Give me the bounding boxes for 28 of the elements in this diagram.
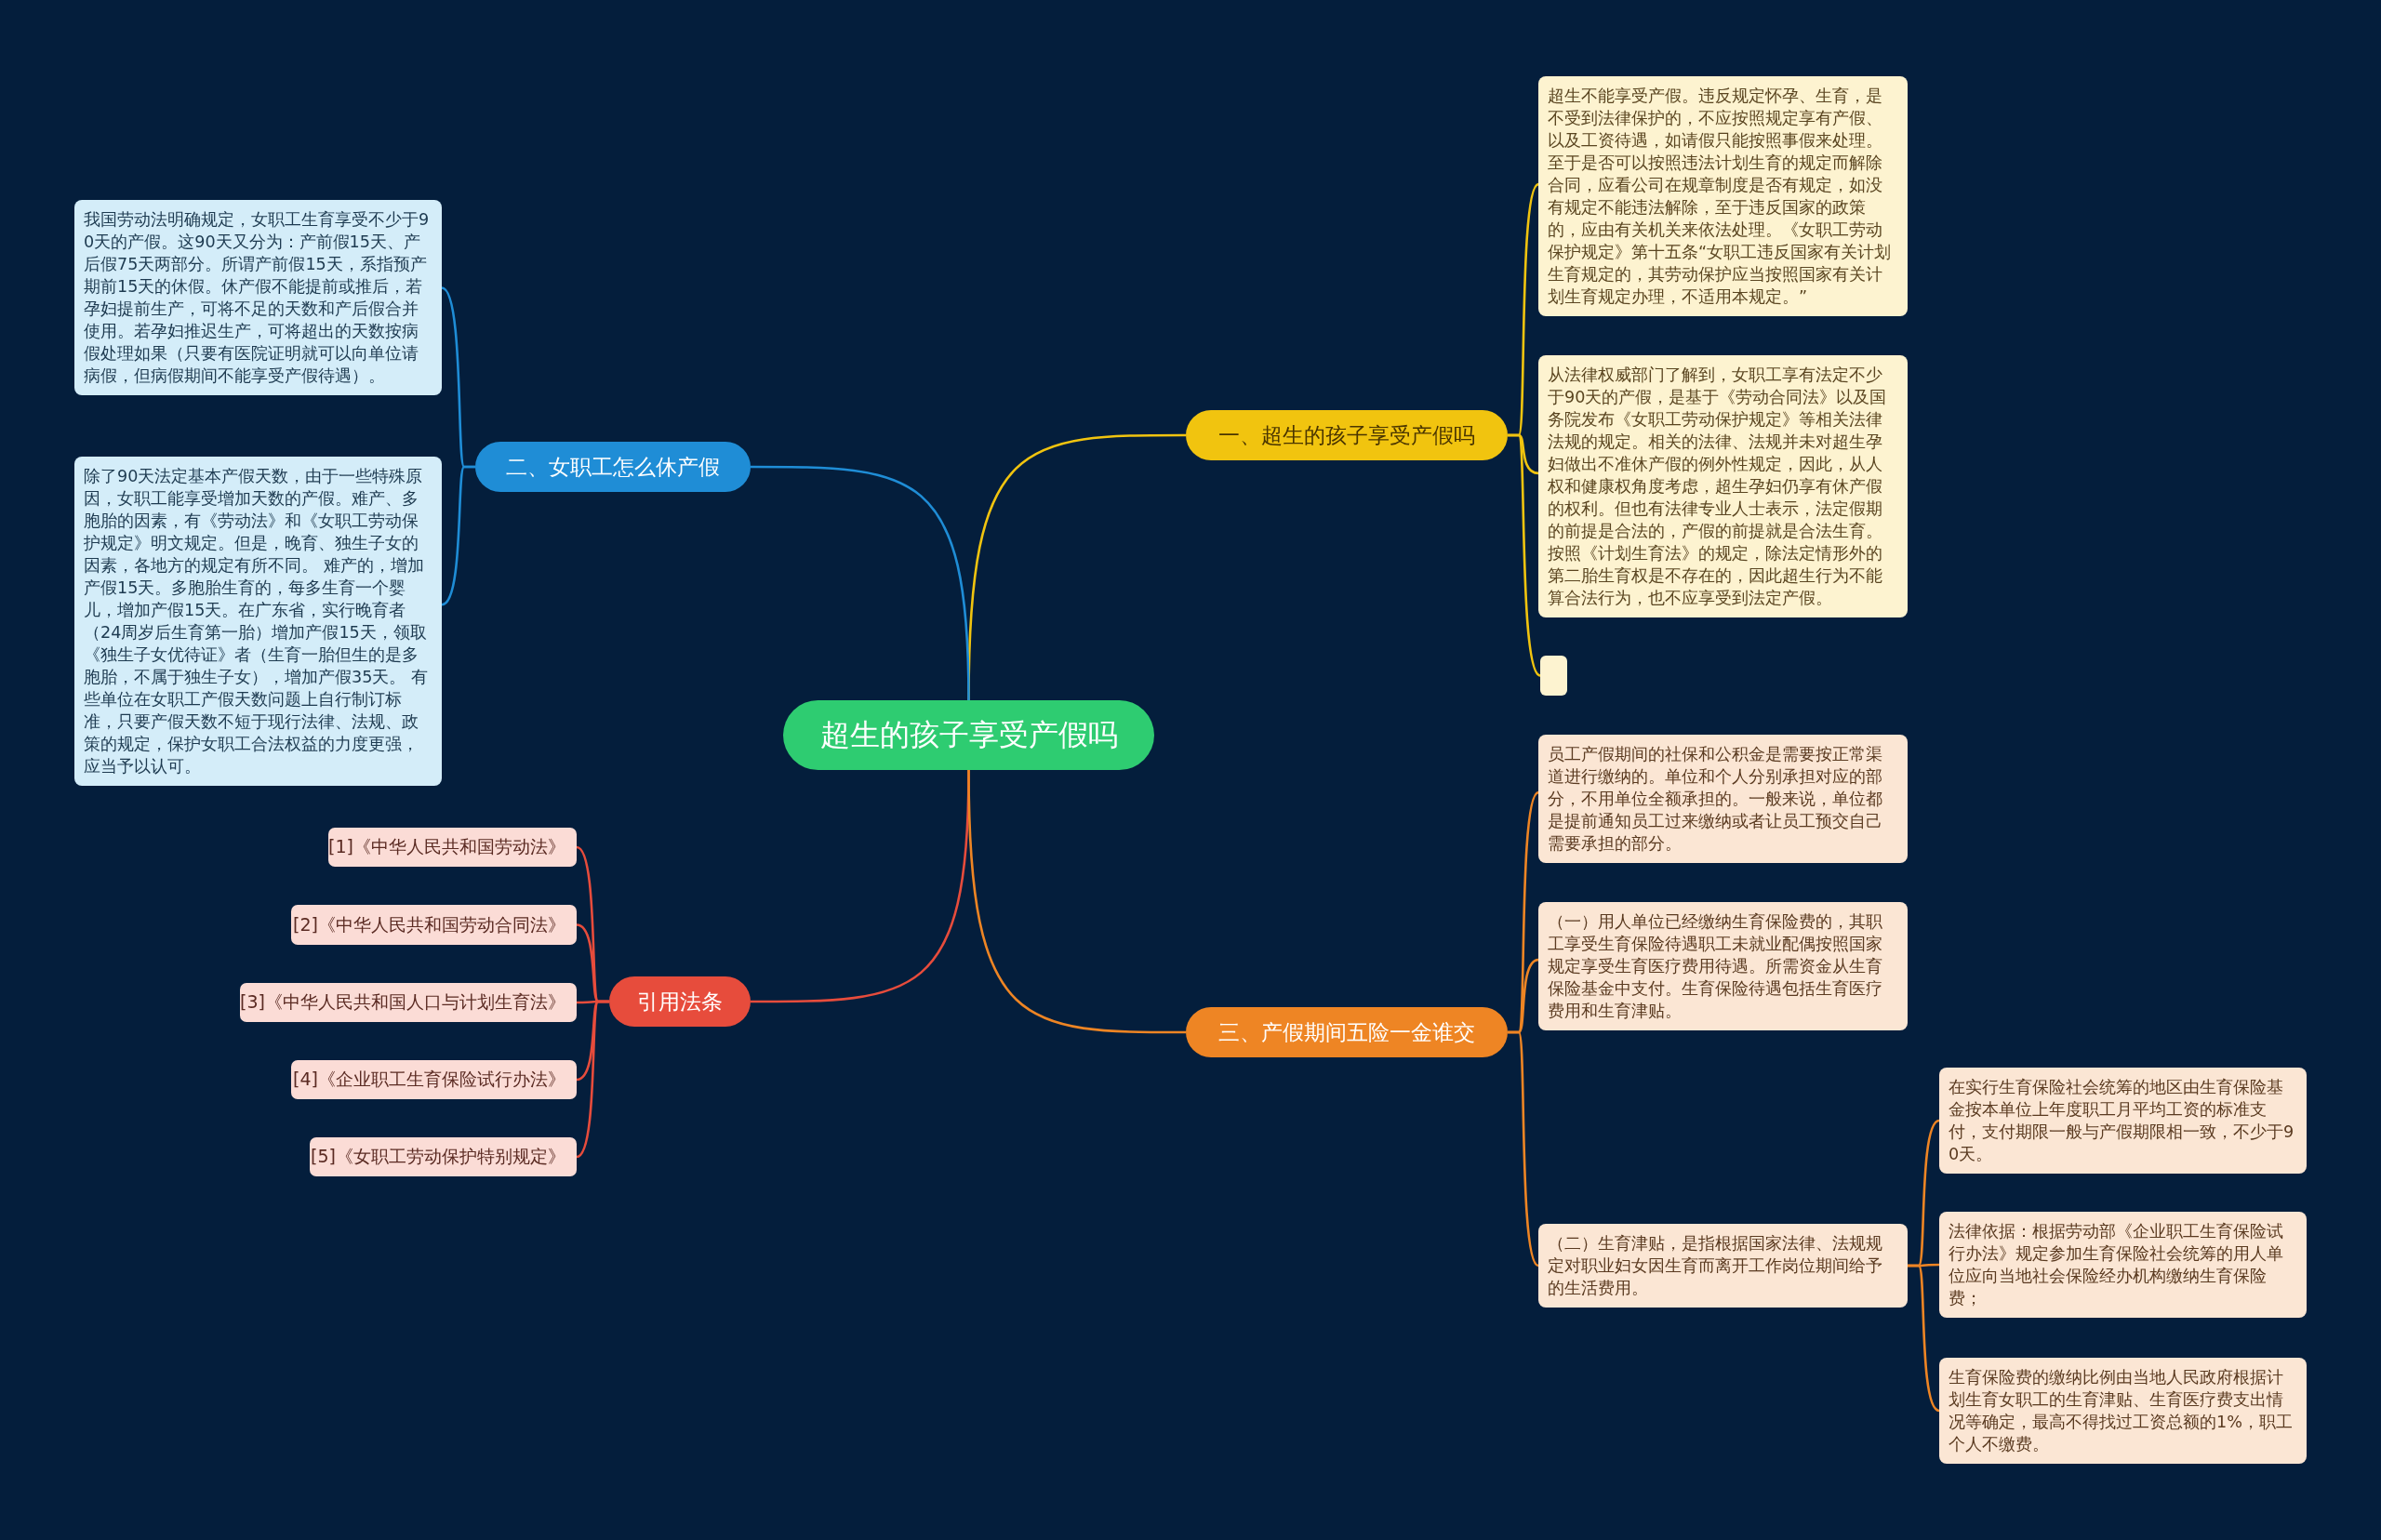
empty-box [1540, 656, 1567, 696]
reference-tag: [1]《中华人民共和国劳动法》 [328, 828, 577, 867]
reference-tag: [3]《中华人民共和国人口与计划生育法》 [240, 983, 577, 1022]
text-card: （一）用人单位已经缴纳生育保险费的，其职工享受生育保险待遇职工未就业配偶按照国家规定享受生育医疗费用待遇。所需资金从生育保险基金中支付。生育保险待遇包括生育医疗费用和生育津贴。 [1538, 902, 1908, 1030]
topic-pill: 三、产假期间五险一金谁交 [1186, 1007, 1508, 1057]
text-card: 在实行生育保险社会统筹的地区由生育保险基金按本单位上年度职工月平均工资的标准支付，支付期限一般与产假期限相一致，不少于90天。 [1939, 1068, 2307, 1174]
text-card: 法律依据：根据劳动部《企业职工生育保险试行办法》规定参加生育保险社会统筹的用人单位应向当地社会保险经办机构缴纳生育保险费； [1939, 1212, 2307, 1318]
connector [967, 769, 1186, 1034]
topic-pill: 二、女职工怎么休产假 [475, 442, 751, 492]
reference-tag: [4]《企业职工生育保险试行办法》 [291, 1060, 577, 1099]
text-card: 我国劳动法明确规定，女职工生育享受不少于90天的产假。这90天又分为：产前假15天、产后假75天两部分。所谓产前假15天，系指预产期前15天的休假。休产假不能提前或推后，若孕妇提前生产，可将不足的天数和产后假合并使用。若孕妇推迟生产，可将超出的天数按病假处理如果（只要有医院证明就可以向单位请病假，但病假期间不能享受产假待遇）。 [74, 200, 442, 395]
reference-tag: [5]《女职工劳动保护特别规定》 [310, 1137, 577, 1176]
connector [1508, 1030, 1539, 1267]
text-card: （二）生育津贴，是指根据国家法律、法规规定对职业妇女因生育而离开工作岗位期间给予的生活费用。 [1538, 1224, 1908, 1308]
text-card: 员工产假期间的社保和公积金是需要按正常渠道进行缴纳的。单位和个人分别承担对应的部分，不用单位全额承担的。一般来说，单位都是提前通知员工过来缴纳或者让员工预交自己需要承担的部分。 [1538, 735, 1908, 863]
connector [1908, 1264, 1940, 1413]
connector [751, 465, 970, 701]
text-card: 超生不能享受产假。违反规定怀孕、生育，是不受到法律保护的，不应按照规定享有产假、以及工资待遇，如请假只能按照事假来处理。至于是否可以按照违法计划生育的规定而解除合同，应看公司在规章制度是否有规定，如没有规定不能违法解除，至于违反国家的政策的，应由有关机关来依法处理。《女职工劳动保护规定》第十五条“女职工违反国家有关计划生育规定的，其劳动保护应当按照国家有关计划生育规定办理，不适用本规定。” [1538, 76, 1908, 316]
central-topic: 超生的孩子享受产假吗 [783, 700, 1154, 770]
connector [441, 465, 475, 606]
text-card: 除了90天法定基本产假天数，由于一些特殊原因，女职工能享受增加天数的产假。难产、多胞胎的因素，有《劳动法》和《女职工劳动保护规定》明文规定。但是，晚育、独生子女的因素，各地方的规定有所不同。 难产的，增加产假15天。多胞胎生育的，每多生育一个婴儿，增加产假15天。在广东省，实行晚育者（24周岁后生育第一胎）增加产假15天，领取《独生子女优待证》者（生育一胎但生的是多胞胎，不属于独生子女），增加产假35天。 有些单位在女职工产假天数问题上自行制订标准，只要产假天数不短于现行法律、法规、政策的规定，保护女职工合法权益的力度更强，应当予以认可。 [74, 457, 442, 786]
reference-tag: [2]《中华人民共和国劳动合同法》 [291, 905, 577, 945]
text-card: 生育保险费的缴纳比例由当地人民政府根据计划生育女职工的生育津贴、生育医疗费支出情况等确定，最高不得找过工资总额的1%，职工个人不缴费。 [1939, 1358, 2307, 1464]
topic-pill: 一、超生的孩子享受产假吗 [1186, 410, 1508, 460]
connector [576, 1000, 609, 1159]
connector [1508, 433, 1541, 677]
topic-pill: 引用法条 [609, 976, 751, 1027]
text-card: 从法律权威部门了解到，女职工享有法定不少于90天的产假，是基于《劳动合同法》以及国务院发布《女职工劳动保护规定》等相关法律法规的规定。相关的法律、法规并未对超生孕妇做出不准休产假的例外性规定，因此，从人权和健康权角度考虑，超生孕妇仍享有休产假的权利。但也有法律专业人士表示，法定假期的前提是合法的，产假的前提就是合法生育。按照《计划生育法》的规定，除法定情形外的第二胎生育权是不存在的，因此超生行为不能算合法行为，也不应享受到法定产假。 [1538, 355, 1908, 617]
